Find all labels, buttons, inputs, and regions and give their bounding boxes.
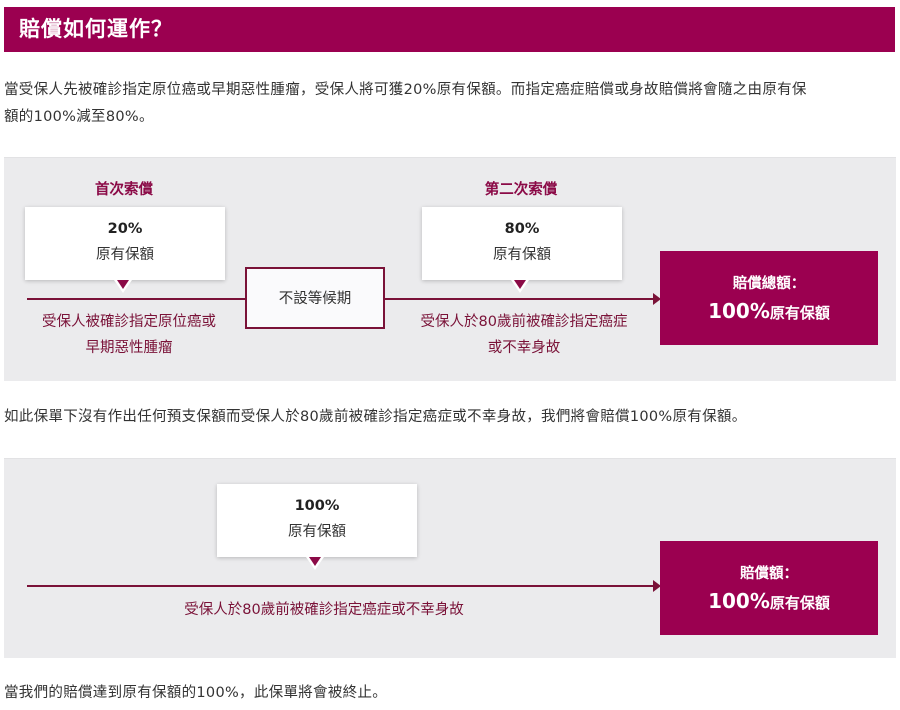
second-claim-title: 第二次索償 [484,182,558,198]
first-claim-title: 首次索償 [95,182,153,198]
section-title: 賠償如何運作？ [4,7,895,52]
claim-percent: 100% [294,498,340,514]
first-claim-event-line-1: 受保人被確診指定原位癌或 [42,314,216,330]
footer-paragraph: 當我們的賠償達到原有保額的100%，此保單將會被終止。 [4,685,388,701]
claim-event: 受保人於80歲前被確診指定癌症或不幸身故 [184,602,464,618]
claim-flow-diagram: 首次索償 20% 原有保額 不設等候期 受保人被確診指定原位癌或 早期惡性腫瘤 … [4,157,896,381]
second-claim-event: 受保人於80歲前被確診指定癌症 或不幸身故 [389,309,659,361]
benefit-label: 賠償額： [740,566,798,582]
first-claim-callout: 20% 原有保額 [25,207,225,280]
arrow-right-icon [653,580,661,592]
claim-callout: 100% 原有保額 [217,484,417,557]
second-claim-percent: 80% [504,221,540,237]
timeline-line [27,585,654,587]
second-claim-event-line-2: 或不幸身故 [487,340,561,356]
intro-line-1: 當受保人先被確診指定原位癌或早期惡性腫瘤，受保人將可獲20%原有保額。而指定癌症… [4,82,807,98]
second-claim-marker-icon [514,280,526,289]
arrow-right-icon [653,293,661,305]
first-claim-marker-icon [117,280,129,289]
single-claim-diagram: 100% 原有保額 受保人於80歲前被確診指定癌症或不幸身故 賠償額： 100%… [4,458,896,658]
intro-line-2: 額的100%減至80%。 [4,109,154,125]
first-claim-label: 原有保額 [96,247,154,263]
claim-label: 原有保額 [288,524,346,540]
intro-paragraph: 當受保人先被確診指定原位癌或早期惡性腫瘤，受保人將可獲20%原有保額。而指定癌症… [4,77,897,131]
no-waiting-period-box: 不設等候期 [245,267,385,329]
benefit-value: 100%原有保額 [708,589,830,613]
first-claim-event-line-2: 早期惡性腫瘤 [85,340,173,356]
total-benefit-value: 100%原有保額 [708,299,830,323]
second-claim-label: 原有保額 [493,247,551,263]
total-benefit-box: 賠償總額： 100%原有保額 [660,251,878,345]
claim-marker-icon [309,557,321,566]
second-claim-event-line-1: 受保人於80歲前被確診指定癌症 [420,314,628,330]
first-claim-event: 受保人被確診指定原位癌或 早期惡性腫瘤 [14,309,244,361]
middle-paragraph: 如此保單下沒有作出任何預支保額而受保人於80歲前被確診指定癌症或不幸身故，我們將… [4,409,747,425]
total-benefit-label: 賠償總額： [732,276,806,292]
benefit-box: 賠償額： 100%原有保額 [660,541,878,635]
second-claim-callout: 80% 原有保額 [422,207,622,280]
first-claim-percent: 20% [107,221,143,237]
